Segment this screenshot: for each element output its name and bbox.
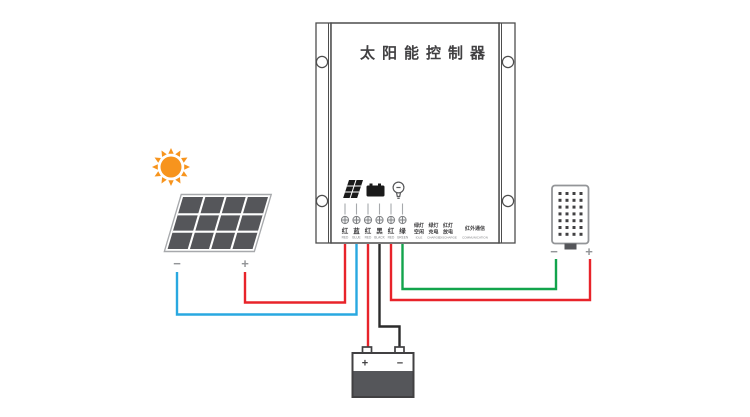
terminal-screw-bat-red [363, 215, 373, 225]
load-plus-sign: + [585, 244, 593, 259]
load-connector-tab [564, 243, 577, 250]
indicator-idle-cn1: 绿灯 [414, 222, 424, 229]
terminal-label-cn: 黑 [376, 226, 383, 235]
load-device: − + [550, 184, 593, 259]
indicator-charge-cn2: 充电 [428, 229, 438, 236]
indicator-discharge-cn1: 红灯 [443, 222, 453, 229]
terminal-label-en: BLUE [352, 236, 360, 240]
battery: + − [351, 346, 415, 398]
indicator-discharge-en: DISCHARGE [439, 236, 457, 240]
indicator-idle-cn2: 空闲 [414, 229, 424, 236]
controller-body [330, 22, 500, 244]
sun-icon [152, 148, 190, 186]
screw-hole-bottom-right [501, 194, 515, 208]
load-dot-grid [558, 192, 583, 236]
load-minus-sign: − [550, 244, 558, 259]
wire-pv-negative [175, 244, 358, 316]
battery-icon [366, 183, 385, 197]
terminal-screw-load-red [386, 215, 396, 225]
panel-plus-sign: + [241, 256, 249, 271]
wire-battery-negative [378, 244, 401, 348]
indicator-charge-cn1: 绿灯 [428, 222, 438, 229]
indicator-charge-en: CHARGE [427, 236, 440, 240]
terminal-screw-load-green [398, 215, 407, 225]
indicator-communication-en: COMMUNICATION [462, 236, 488, 240]
terminal-label-cn: 绿 [399, 226, 406, 235]
wire-load-positive [389, 244, 592, 302]
terminal-label-en: GREEN [397, 236, 409, 240]
battery-plus-sign: + [362, 358, 368, 370]
terminal-label-cn: 蓝 [353, 226, 360, 235]
terminal-label-cn: 红 [388, 226, 395, 235]
bulb-icon [392, 181, 405, 199]
indicator-legend: 绿灯 空闲 IDLE 绿灯 充电 CHARGE 红灯 放电 DISCHARGE … [414, 222, 488, 240]
panel-minus-sign: − [173, 256, 181, 271]
terminal-label-en: BLACK [374, 236, 385, 240]
terminal-label-en: RED [388, 236, 395, 240]
terminal-screw-pv-red [340, 215, 350, 225]
terminal-screw-bat-black [375, 215, 384, 225]
terminal-label-en: RED [365, 236, 372, 240]
terminal-label-cn: 红 [342, 226, 349, 235]
controller-title: 太阳能控制器 [360, 44, 492, 62]
screw-hole-bottom-left [315, 194, 329, 208]
controller: 太阳能控制器 [315, 22, 516, 244]
screw-hole-top-left [315, 55, 329, 69]
battery-minus-sign: − [397, 358, 403, 370]
wire-load-negative [401, 244, 558, 291]
indicator-communication-cn1: 红外通信 [465, 225, 485, 232]
pv-panel-icon [343, 180, 363, 198]
terminal-label-en: RED [342, 236, 349, 240]
terminal-screw-pv-blue [352, 215, 361, 225]
solar-panel: − + [163, 193, 273, 271]
screw-hole-top-right [501, 55, 515, 69]
indicator-idle-en: IDLE [416, 236, 423, 240]
terminal-label-cn: 红 [365, 226, 372, 235]
indicator-discharge-cn2: 放电 [442, 229, 453, 236]
wire-pv-positive [243, 244, 347, 304]
